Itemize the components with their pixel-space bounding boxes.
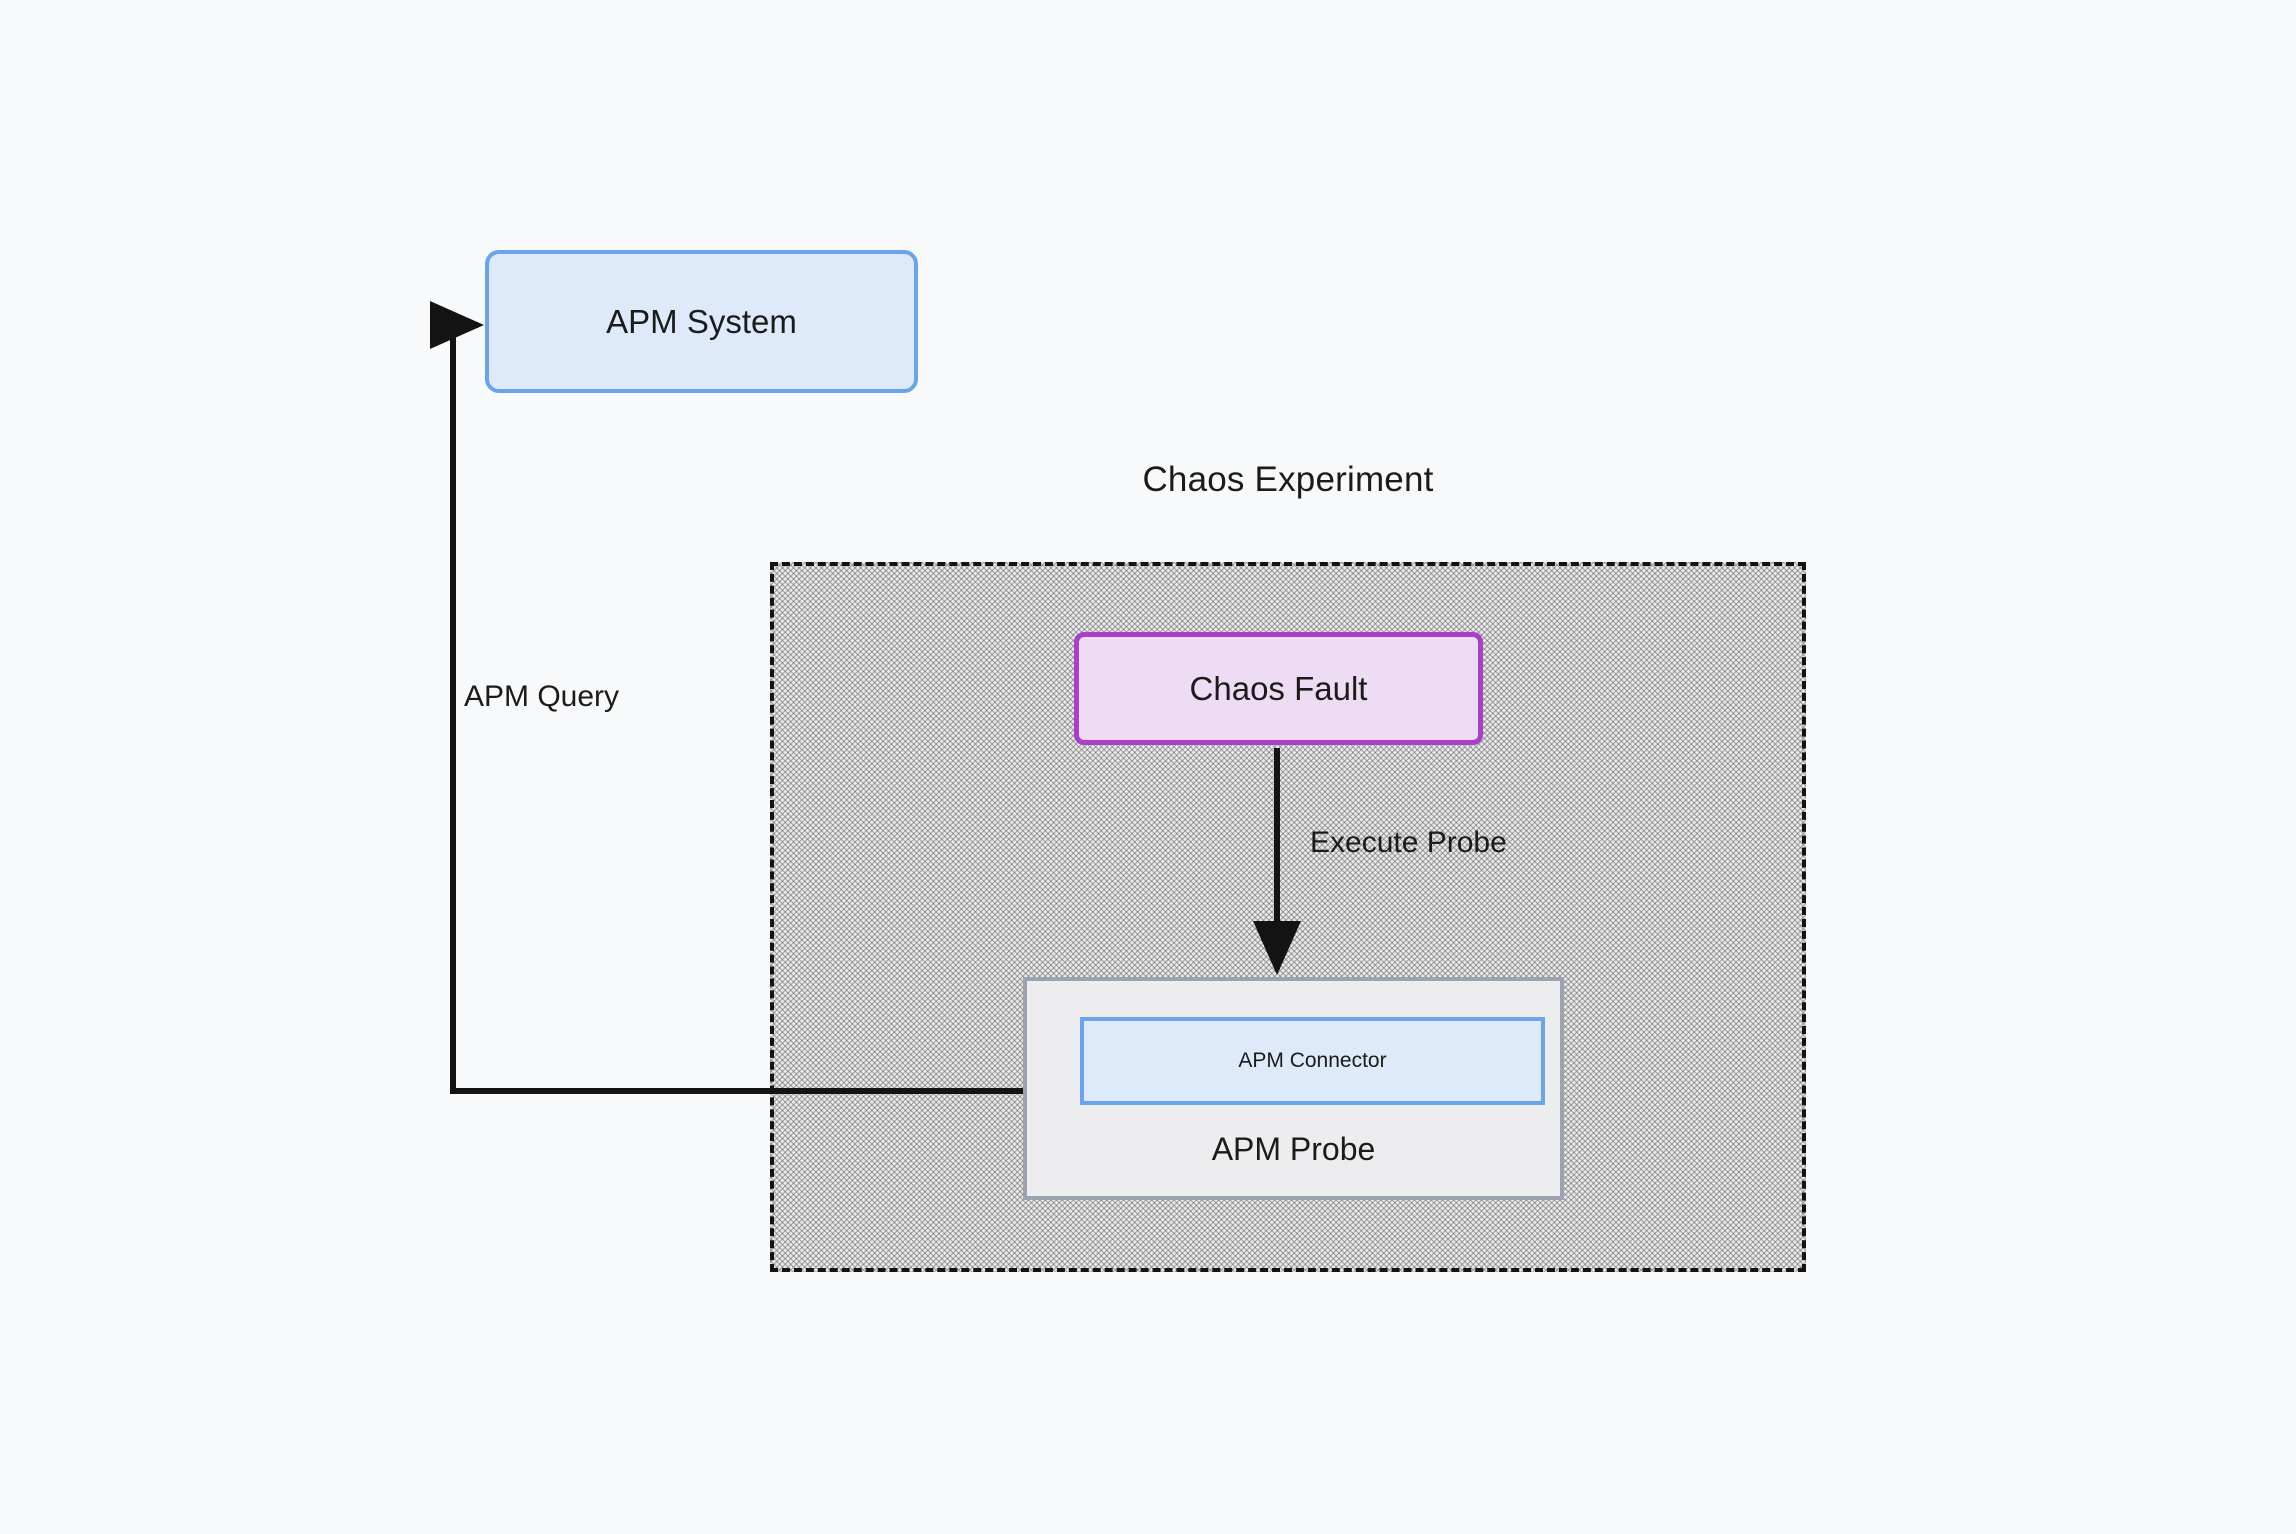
edge-label-execute-probe: Execute Probe (1310, 826, 1507, 859)
edge-label-apm-query: APM Query (464, 680, 620, 713)
node-apm-connector[interactable]: APM Connector (1080, 1017, 1545, 1105)
node-apm-system-label: APM System (606, 302, 797, 340)
node-apm-system[interactable]: APM System (485, 250, 918, 393)
chaos-experiment-title: Chaos Experiment (1142, 460, 1434, 499)
node-chaos-fault-label: Chaos Fault (1189, 669, 1368, 707)
node-apm-probe-label: APM Probe (1211, 1131, 1376, 1167)
node-chaos-fault[interactable]: Chaos Fault (1074, 632, 1483, 745)
node-apm-connector-label: APM Connector (1238, 1049, 1387, 1072)
